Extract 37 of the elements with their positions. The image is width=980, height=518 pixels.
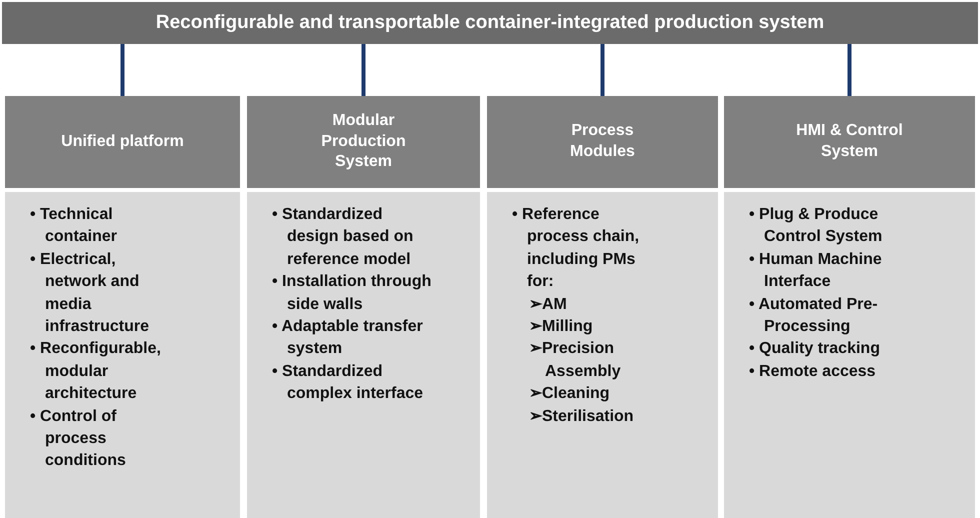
connector-line <box>362 44 366 96</box>
sub-bullet-item: ➢Sterilisation <box>529 406 635 427</box>
sub-bullet-item: ➢Cleaning <box>529 384 611 404</box>
bullet-item: • Reference process chain, including PMs for: <box>512 205 640 292</box>
header-text: Modular Production System <box>320 110 407 172</box>
sub-bullet-item: ➢Milling <box>529 316 594 337</box>
bullet-item: • Quality tracking <box>749 339 881 360</box>
header-text: Unified platform <box>61 132 184 152</box>
category-header <box>724 96 975 188</box>
bullet-panel <box>724 192 975 518</box>
bullet-item: • Remote access <box>749 362 877 382</box>
bullet-panel <box>5 192 240 518</box>
bullet-item: • Automated Pre-Processing <box>749 294 879 337</box>
connector-line <box>848 44 852 96</box>
category-header <box>247 96 480 188</box>
connector-line <box>120 44 124 96</box>
bullet-item: • Electrical, network and media infrastructure <box>30 250 150 337</box>
bullet-item: • Standardized design based on reference model <box>272 205 414 270</box>
header-text: HMI & Control System <box>795 121 904 162</box>
sub-bullet-item: ➢Precision Assembly <box>529 339 622 382</box>
bullet-item: • Installation through side walls <box>272 272 432 315</box>
connector-line <box>600 44 604 96</box>
bullet-item: • Plug & Produce Control System <box>749 205 884 248</box>
bullet-panel <box>247 192 480 518</box>
bullet-item: • Technical container <box>30 205 118 248</box>
bullet-item: • Adaptable transfer system <box>272 316 424 360</box>
bullet-item: • Reconfigurable, modular architecture <box>30 339 162 404</box>
bullet-item: • Control of process conditions <box>30 406 127 472</box>
category-header <box>487 96 718 188</box>
header-text: Process Modules <box>569 121 636 162</box>
bullet-item: • Standardized complex interface <box>272 362 424 404</box>
bullet-item: • Human Machine Interface <box>749 250 883 292</box>
bullet-panel <box>487 192 718 518</box>
title-text: Reconfigurable and transportable container-integrated production system <box>156 12 824 34</box>
category-header <box>5 96 240 188</box>
sub-bullet-item: ➢AM <box>529 294 568 315</box>
title-bar <box>2 2 978 44</box>
